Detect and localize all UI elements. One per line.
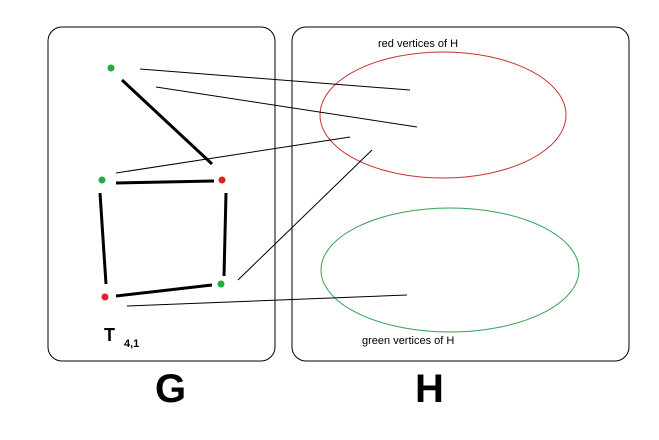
- red-vertex-set-ellipse: [319, 51, 567, 179]
- mapping-line: [237, 149, 373, 281]
- mapping-line: [126, 294, 408, 307]
- mapping-line: [115, 136, 351, 174]
- green-vertices-label: green vertices of H: [362, 335, 454, 347]
- tree-edge: [222, 192, 228, 277]
- mapping-line: [155, 86, 418, 128]
- vertex-red: [101, 293, 109, 301]
- graph-H-label: H: [415, 367, 444, 411]
- tree-label: T: [104, 325, 115, 345]
- vertex-green: [217, 280, 225, 288]
- vertex-red: [218, 176, 226, 184]
- tree-edge: [120, 78, 214, 166]
- mapping-line: [139, 68, 411, 91]
- graph-G-box: [47, 26, 276, 362]
- vertex-green: [107, 64, 115, 72]
- tree-edge: [115, 179, 215, 185]
- tree-edge: [98, 192, 108, 285]
- vertex-green: [98, 176, 106, 184]
- tree-label-subscript: 4,1: [124, 338, 139, 350]
- green-vertex-set-ellipse: [320, 207, 580, 333]
- graph-H-box: [291, 26, 630, 362]
- red-vertices-label: red vertices of H: [378, 38, 458, 50]
- tree-edge: [115, 283, 213, 298]
- graph-G-label: G: [155, 367, 186, 411]
